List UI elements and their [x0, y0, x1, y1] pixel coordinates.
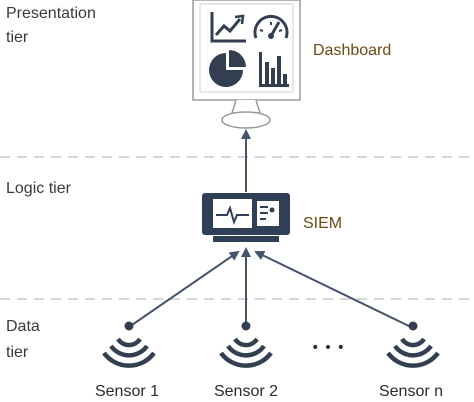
- dashboard-monitor: [192, 0, 301, 129]
- sensor-2: [219, 321, 273, 368]
- bar-chart-icon: [259, 52, 289, 87]
- sensor-n-label: Sensor n: [379, 383, 443, 400]
- sensor-n: [386, 321, 440, 368]
- document-icon-dot: [269, 207, 275, 213]
- pie-chart-icon: [209, 50, 246, 87]
- siem-base: [213, 236, 279, 242]
- ellipsis: • • •: [311, 340, 345, 356]
- data-tier-label: Data tier: [6, 318, 44, 361]
- logic-tier-label: Logic tier: [6, 180, 72, 197]
- siem-appliance: [202, 193, 290, 242]
- monitor-neck: [230, 99, 262, 114]
- document-icon-lines: [260, 206, 268, 220]
- arrow-sensorn-to-siem: [254, 250, 414, 329]
- sensor-1-label: Sensor 1: [95, 383, 159, 400]
- presentation-tier-label: Presentation tier: [6, 5, 100, 46]
- wireless-signal-icon: [386, 321, 440, 368]
- sensor-2-label: Sensor 2: [214, 383, 278, 400]
- gauge-icon: [253, 15, 289, 39]
- wireless-signal-icon: [102, 321, 156, 368]
- sensor-1: [102, 321, 156, 368]
- siem-label: SIEM: [303, 215, 342, 232]
- line-chart-icon: [210, 12, 246, 43]
- dashboard-label: Dashboard: [313, 42, 391, 59]
- monitor-stand: [221, 111, 271, 129]
- pulse-icon: [216, 205, 249, 225]
- arrow-sensor1-to-siem: [128, 250, 240, 328]
- wireless-signal-icon: [219, 321, 273, 368]
